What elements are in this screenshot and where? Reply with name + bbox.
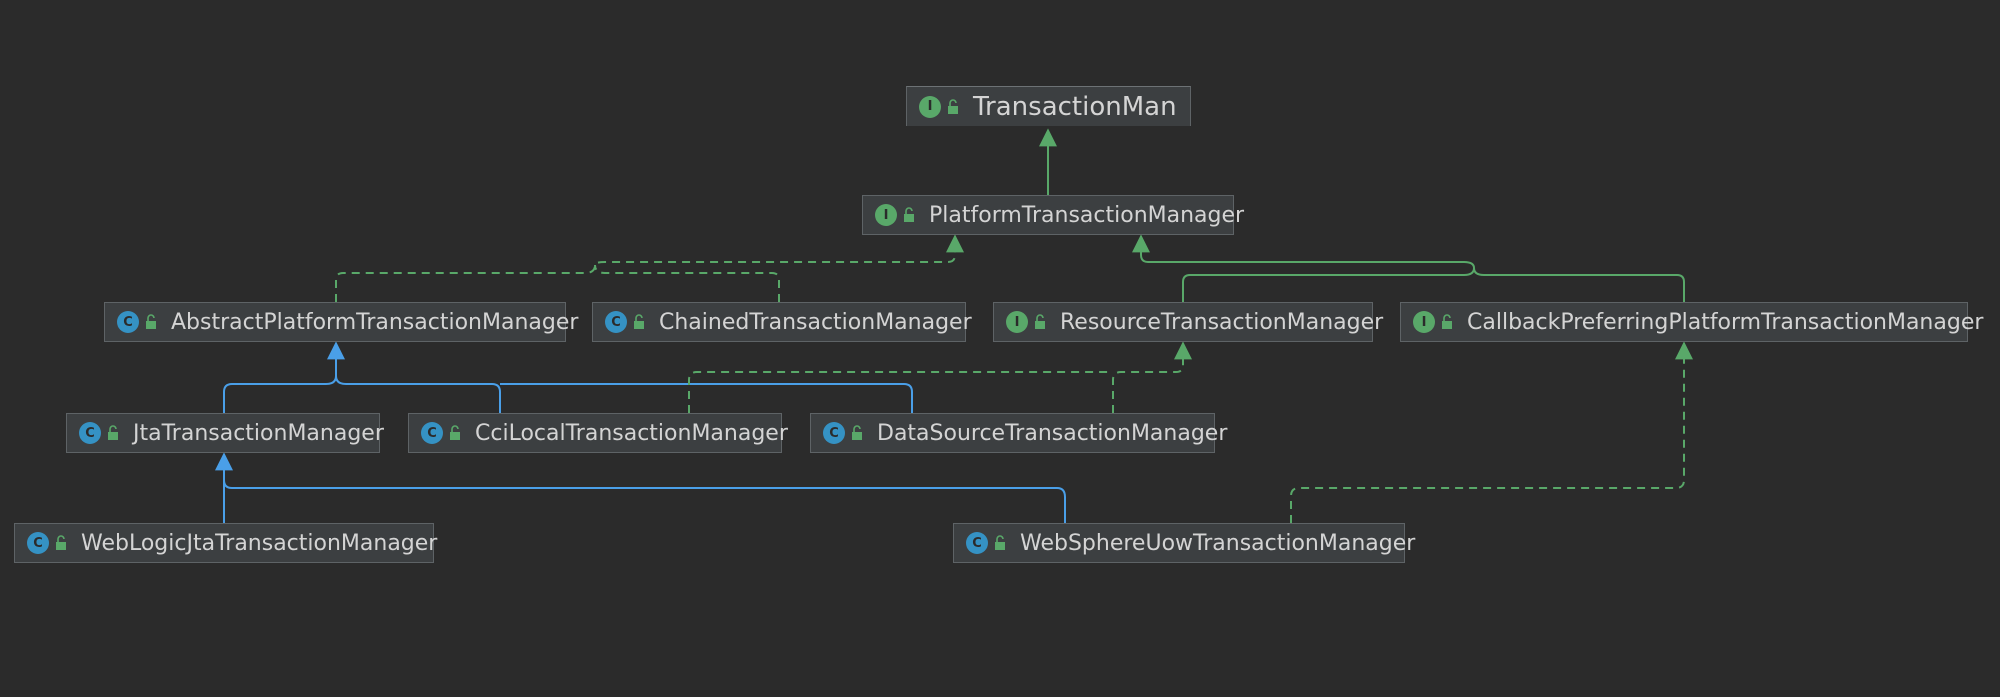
interface-icon: I <box>1006 311 1028 333</box>
node-callback-preferring-platform-transaction-manager[interactable]: I CallbackPreferringPlatformTransactionM… <box>1400 302 1983 342</box>
node-label: CallbackPreferringPlatformTransactionMan… <box>1467 309 1984 335</box>
node-data-source-transaction-manager[interactable]: C DataSourceTransactionManager <box>810 413 1227 453</box>
class-icon: C <box>79 422 101 444</box>
node-label: ResourceTransactionManager <box>1060 309 1384 335</box>
node-transaction-manager[interactable]: I TransactionMan <box>906 86 1191 126</box>
edge-cci-implements-resource <box>688 371 1108 413</box>
edge-callback-extends-platform <box>1473 267 1685 302</box>
unlocked-icon <box>634 314 644 329</box>
interface-icon: I <box>875 204 897 226</box>
node-label: JtaTransactionManager <box>133 420 384 446</box>
class-icon: C <box>823 422 845 444</box>
edge-websphere-implements-callback <box>1290 341 1693 523</box>
node-platform-transaction-manager[interactable]: I PlatformTransactionManager <box>862 195 1244 235</box>
node-label: WebSphereUowTransactionManager <box>1020 530 1416 556</box>
unlocked-icon <box>146 314 156 329</box>
class-icon: C <box>421 422 443 444</box>
edge-datasource-implements-resource <box>1112 341 1192 413</box>
node-label: WebLogicJtaTransactionManager <box>81 530 438 556</box>
class-icon: C <box>605 311 627 333</box>
edge-websphere-extends-jta <box>223 479 1066 523</box>
node-weblogic-jta-transaction-manager[interactable]: C WebLogicJtaTransactionManager <box>14 523 438 563</box>
node-resource-transaction-manager[interactable]: I ResourceTransactionManager <box>993 302 1383 342</box>
edge-resource-extends-platform <box>1132 234 1476 302</box>
node-chained-transaction-manager[interactable]: C ChainedTransactionManager <box>592 302 972 342</box>
node-jta-transaction-manager[interactable]: C JtaTransactionManager <box>66 413 384 453</box>
unlocked-icon <box>108 425 118 440</box>
unlocked-icon <box>904 207 914 222</box>
unlocked-icon <box>1442 314 1452 329</box>
node-label: TransactionMan <box>973 91 1177 122</box>
interface-icon: I <box>919 95 941 118</box>
node-abstract-platform-transaction-manager[interactable]: C AbstractPlatformTransactionManager <box>104 302 578 342</box>
node-label: AbstractPlatformTransactionManager <box>171 309 579 335</box>
unlocked-icon <box>948 98 958 114</box>
edge-abstract-implements-platform <box>335 234 964 302</box>
node-cci-local-transaction-manager[interactable]: C CciLocalTransactionManager <box>408 413 788 453</box>
edge-cci-extends-abstract <box>335 375 501 413</box>
interface-icon: I <box>1413 311 1435 333</box>
abstract-class-icon: C <box>117 311 139 333</box>
node-label: DataSourceTransactionManager <box>877 420 1228 446</box>
edge-jta-extends-abstract <box>223 341 345 413</box>
unlocked-icon <box>450 425 460 440</box>
edge-datasource-extends-abstract <box>500 383 913 413</box>
node-label: CciLocalTransactionManager <box>475 420 788 446</box>
unlocked-icon <box>56 535 66 550</box>
node-websphere-uow-transaction-manager[interactable]: C WebSphereUowTransactionManager <box>953 523 1415 563</box>
unlocked-icon <box>1035 314 1045 329</box>
edge-chained-implements-platform <box>594 264 780 302</box>
unlocked-icon <box>995 535 1005 550</box>
class-icon: C <box>27 532 49 554</box>
node-label: PlatformTransactionManager <box>929 202 1245 228</box>
node-label: ChainedTransactionManager <box>659 309 972 335</box>
unlocked-icon <box>852 425 862 440</box>
class-icon: C <box>966 532 988 554</box>
